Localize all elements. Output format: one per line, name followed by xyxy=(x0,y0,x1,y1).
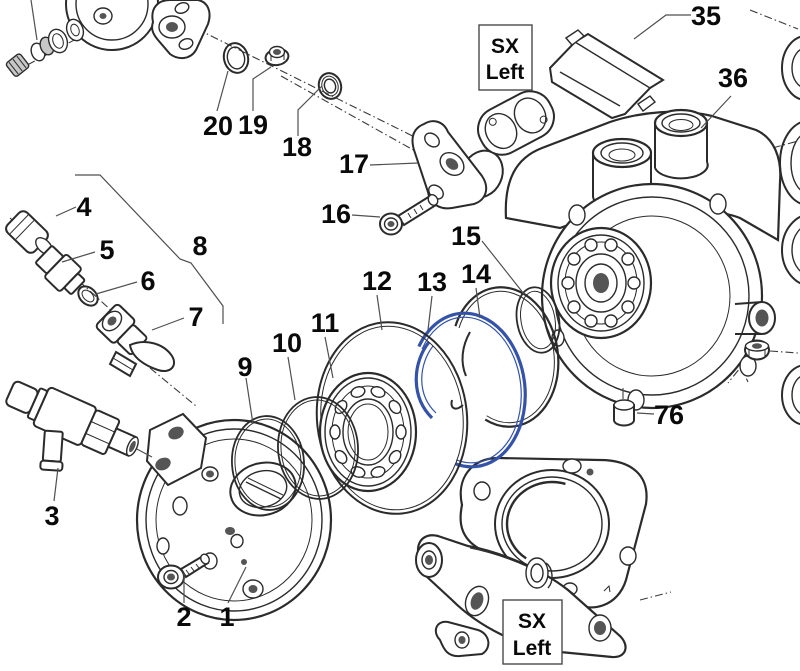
mounting-bracket xyxy=(415,534,627,659)
callout-16[interactable]: 16 xyxy=(321,199,351,229)
sx-bottom-line1: SX xyxy=(518,610,546,633)
callout-11[interactable]: 11 xyxy=(311,308,340,338)
part-19-flanged-nut xyxy=(264,45,290,67)
bolt-and-washers xyxy=(5,18,85,77)
callout-labels: 1 2 3 4 5 6 7 8 9 10 11 12 13 14 15 16 1… xyxy=(44,1,748,632)
callout-12[interactable]: 12 xyxy=(362,266,392,296)
right-edge-partial-parts xyxy=(779,35,800,426)
sx-bottom-line2: Left xyxy=(513,637,552,660)
part-11-bearing xyxy=(318,371,418,493)
rear-cover-plate xyxy=(459,456,648,609)
body-side-boss xyxy=(734,301,776,335)
callout-5[interactable]: 5 xyxy=(99,235,114,265)
part-16-socket-bolt xyxy=(379,194,439,236)
body-bearing xyxy=(549,226,653,340)
manifold-gasket xyxy=(477,90,555,156)
pump-head-assembly-partial xyxy=(5,0,211,77)
callout-14[interactable]: 14 xyxy=(461,259,491,289)
callout-4[interactable]: 4 xyxy=(76,192,91,222)
callout-9[interactable]: 9 xyxy=(237,352,252,382)
part-35-valve-cover xyxy=(548,29,665,120)
callout-8[interactable]: 8 xyxy=(192,231,207,261)
part-9-o-ring xyxy=(231,415,305,511)
part-6-washer xyxy=(77,285,99,307)
body-port-2 xyxy=(653,108,709,180)
callout-15[interactable]: 15 xyxy=(451,221,481,251)
part-14-retaining-ring xyxy=(450,286,560,428)
callout-76[interactable]: 76 xyxy=(654,400,684,430)
callout-35[interactable]: 35 xyxy=(691,1,721,31)
callout-10[interactable]: 10 xyxy=(272,328,302,358)
callout-2[interactable]: 2 xyxy=(176,602,191,632)
sx-left-box-bottom: SX Left xyxy=(502,599,563,665)
cover-clamp-lugs xyxy=(145,412,208,487)
part-36-pump-body xyxy=(504,108,782,411)
sx-top-line2: Left xyxy=(486,61,525,84)
leader-lines xyxy=(53,14,732,604)
sight-glass xyxy=(229,461,297,517)
part-10-o-ring xyxy=(277,396,359,500)
part-7-elbow-fitting xyxy=(95,303,176,378)
part-18-washer xyxy=(317,72,343,100)
side-nut xyxy=(744,339,770,361)
part-13-retaining-ring-highlighted xyxy=(409,311,527,469)
part-5-fitting xyxy=(35,245,86,295)
part-15-ring xyxy=(515,286,561,354)
part-3-valve-assembly xyxy=(5,380,153,472)
callout-36[interactable]: 36 xyxy=(718,63,748,93)
sx-left-box-top: SX Left xyxy=(478,24,533,91)
callout-18[interactable]: 18 xyxy=(282,132,312,162)
callout-13[interactable]: 13 xyxy=(417,267,447,297)
part-17-outlet-fitting xyxy=(411,120,504,210)
callout-6[interactable]: 6 xyxy=(140,266,155,296)
callout-20[interactable]: 20 xyxy=(203,111,233,141)
callout-7[interactable]: 7 xyxy=(188,302,203,332)
part-20-seal-ring xyxy=(222,42,250,74)
part-76-plug xyxy=(613,399,635,427)
callout-19[interactable]: 19 xyxy=(238,110,268,140)
callout-1[interactable]: 1 xyxy=(219,602,234,632)
sx-top-line1: SX xyxy=(491,35,519,58)
callout-3[interactable]: 3 xyxy=(44,501,59,531)
callout-17[interactable]: 17 xyxy=(339,149,369,179)
